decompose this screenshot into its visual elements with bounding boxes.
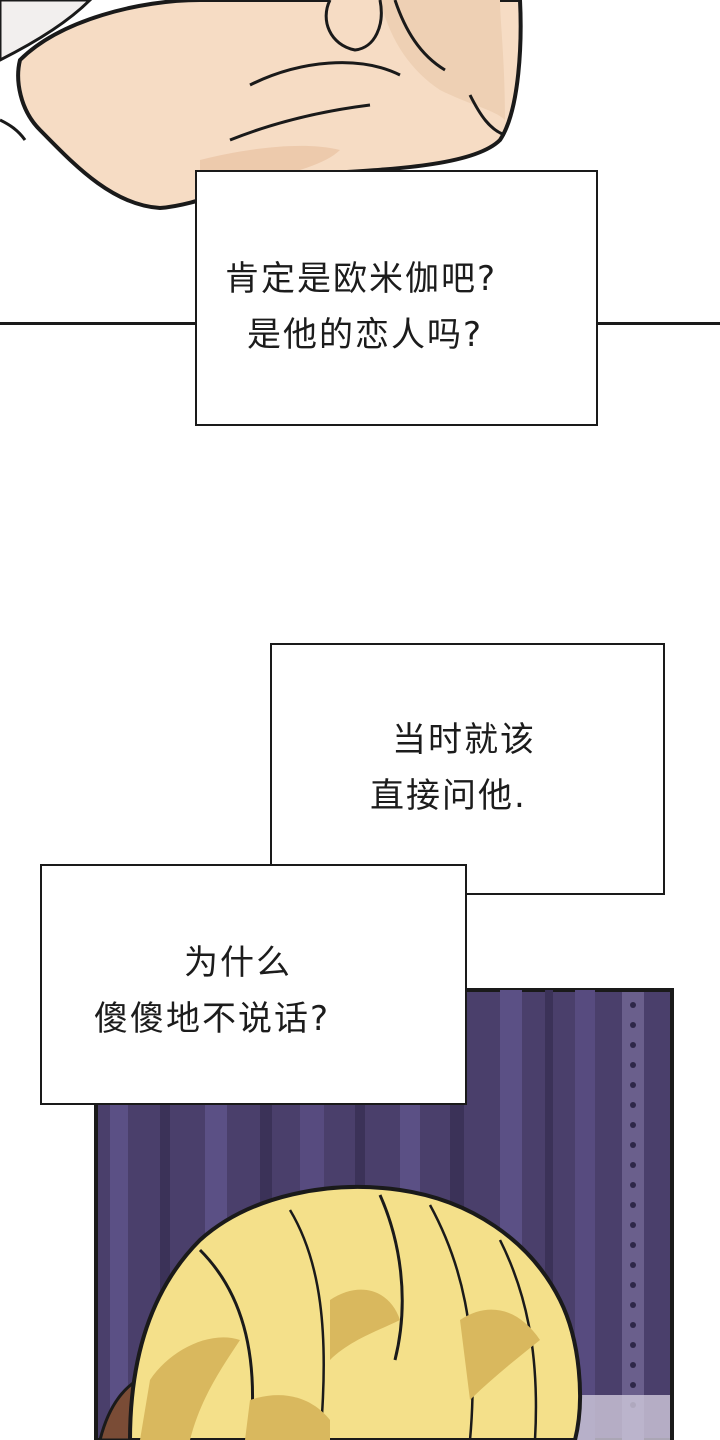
caption-box-third: 为什么 傻傻地不说话? xyxy=(40,864,467,1105)
caption-third-line1: 为什么 xyxy=(184,943,292,983)
divider-line-right xyxy=(596,322,720,325)
hand-illustration xyxy=(0,0,523,210)
caption-first-line1: 肯定是欧米伽吧? xyxy=(225,259,498,299)
divider-line-left xyxy=(0,322,200,325)
caption-first-line2: 是他的恋人吗? xyxy=(247,315,484,355)
caption-second-line2: 直接问他. xyxy=(370,776,527,816)
caption-box-second: 当时就该 直接问他. xyxy=(270,643,665,895)
caption-third-line2: 傻傻地不说话? xyxy=(94,999,331,1039)
caption-second-line1: 当时就该 xyxy=(392,720,536,760)
caption-box-first: 肯定是欧米伽吧? 是他的恋人吗? xyxy=(195,170,598,426)
